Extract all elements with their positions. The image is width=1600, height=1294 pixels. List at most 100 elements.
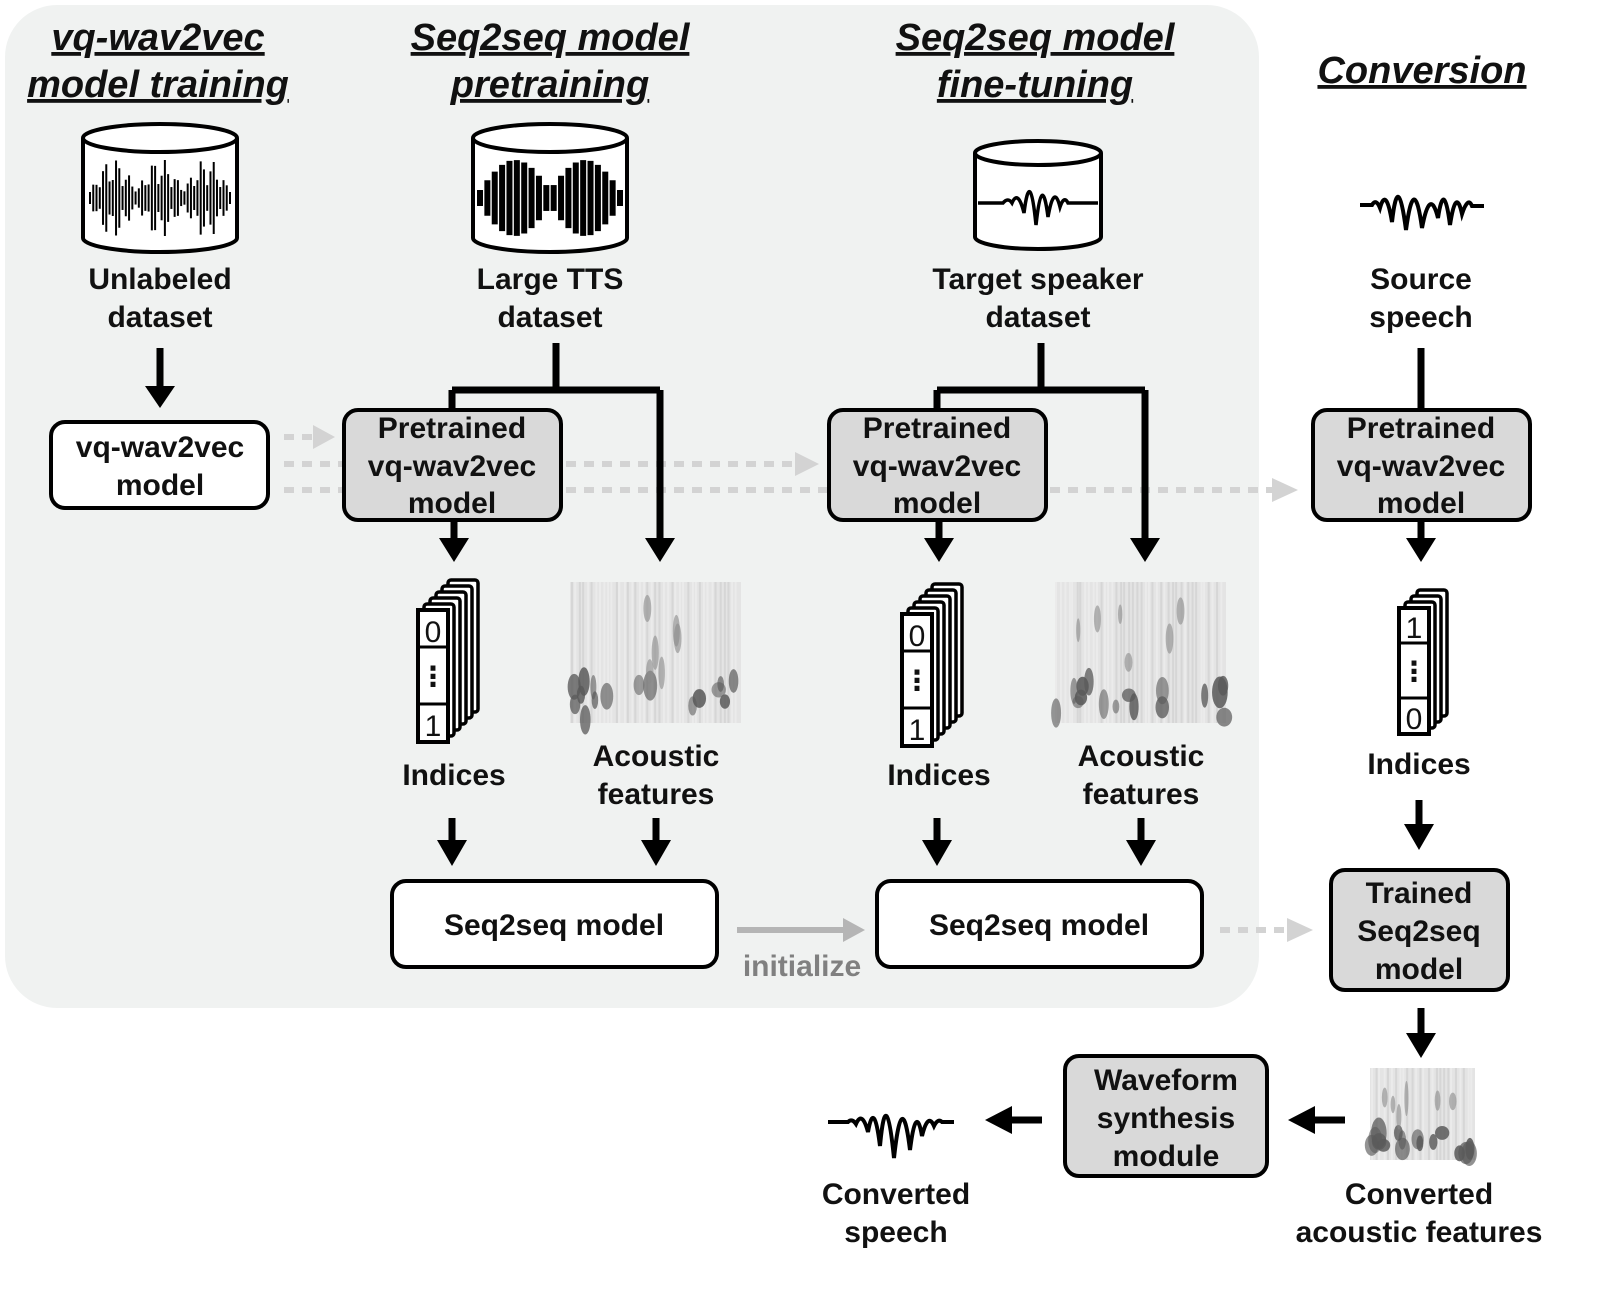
index-bottom-digit: 1 <box>909 714 926 747</box>
spectrogram-streak <box>590 582 593 723</box>
index-bottom-digit: 1 <box>425 710 442 743</box>
spectrogram-icon <box>567 582 741 735</box>
spectrogram-formant <box>1404 1080 1409 1117</box>
spectrogram-streak <box>1191 582 1194 723</box>
spectrogram-blob <box>717 676 725 692</box>
spectrogram-blob <box>1201 683 1209 708</box>
indices-label: Indices <box>402 759 505 792</box>
spectrogram-blob <box>1098 689 1109 719</box>
spectrogram-icon <box>1051 582 1233 728</box>
database-waveform-icon <box>81 122 239 254</box>
pretrained-vq-line2: vq-wav2vec <box>368 450 536 483</box>
spectrogram-streak <box>598 582 601 723</box>
dataset-unlabeled-line2: dataset <box>107 301 212 334</box>
acoustic-features-line2: features <box>598 778 715 811</box>
spectrogram-streak <box>1160 582 1163 723</box>
header-pretraining-line2: pretraining <box>450 64 649 106</box>
spectrogram-streak <box>1470 1068 1473 1160</box>
dataset-unlabeled-line1: Unlabeled <box>88 263 231 296</box>
spectrogram-streak <box>574 582 577 723</box>
spectrogram-formant <box>1381 1087 1388 1108</box>
spectrogram-formant <box>1117 604 1123 624</box>
spectrogram-streak <box>1431 1068 1434 1160</box>
index-stack-icon: 0 ⋮ 1 <box>416 578 480 744</box>
spectrogram-streak <box>711 582 714 723</box>
flow-arrows <box>156 343 1425 1124</box>
spectrogram-streak <box>1467 1068 1470 1160</box>
spectrogram-streak <box>1378 1068 1381 1160</box>
pretrained-vq-line1: Pretrained <box>863 412 1011 445</box>
source-speech-line1: Source <box>1370 263 1472 296</box>
pretrained-vq-model-box: Pretrained vq-wav2vec model <box>827 408 1048 522</box>
spectrogram-blob <box>600 682 614 710</box>
spectrogram-streak <box>1107 582 1110 723</box>
spectrogram-streak <box>1059 582 1062 723</box>
index-top-digit: 0 <box>909 620 926 653</box>
spectrogram-streak <box>615 582 618 723</box>
spectrogram-blob <box>580 705 591 735</box>
spectrogram-streak <box>582 582 585 723</box>
spectrogram-streak <box>674 582 677 723</box>
spectrogram-blob <box>1076 676 1089 696</box>
spectrogram-streak <box>1443 1068 1446 1160</box>
source-speech-line2: speech <box>1369 301 1472 334</box>
header-finetuning-line1: Seq2seq model <box>896 17 1176 59</box>
spectrogram-streak <box>702 582 705 723</box>
spectrogram-streak <box>1427 1068 1430 1160</box>
spectrogram-streak <box>1155 582 1158 723</box>
trained-seq2seq-line2: Seq2seq <box>1357 915 1480 948</box>
converted-speech-line1: Converted <box>822 1178 970 1211</box>
spectrogram-blob <box>1217 675 1229 696</box>
spectrogram-streak <box>1120 582 1123 723</box>
spectrogram-streak <box>1115 582 1118 723</box>
header-finetuning-line2: fine-tuning <box>937 64 1133 106</box>
initialize-arrow: initialize <box>737 918 865 983</box>
spectrogram-streak <box>1184 582 1187 723</box>
waveform-synthesis-line2: synthesis <box>1097 1102 1235 1135</box>
spectrogram-formant <box>1093 605 1101 633</box>
spectrogram-streak <box>662 582 665 723</box>
spectrogram-streak <box>1136 582 1139 723</box>
spectrogram-blob <box>590 674 597 700</box>
pretrained-vq-line2: vq-wav2vec <box>1337 450 1505 483</box>
spectrogram-blob <box>1155 696 1169 719</box>
spectrogram-streak <box>1375 1068 1378 1160</box>
dataset-target-speaker-line1: Target speaker <box>932 263 1144 296</box>
spectrogram-streak <box>1092 582 1095 723</box>
spectrogram-streak <box>1123 582 1126 723</box>
source-speech-waveform-icon <box>1360 195 1484 231</box>
spectrogram-streak <box>1462 1068 1465 1160</box>
spectrogram-streak <box>731 582 734 723</box>
spectrogram-streak <box>678 582 681 723</box>
spectrogram-streak <box>1211 582 1214 723</box>
converted-speech-line2: speech <box>844 1216 947 1249</box>
spectrogram-streak <box>1454 1068 1457 1160</box>
spectrogram-streak <box>607 582 610 723</box>
index-ellipsis: ⋮ <box>903 665 931 696</box>
spectrogram-blob <box>1112 699 1120 714</box>
spectrogram-blob <box>569 694 581 715</box>
spectrogram-streak <box>1207 582 1210 723</box>
spectrogram-streak <box>1076 582 1079 723</box>
initialize-label: initialize <box>743 950 861 983</box>
dataset-target-speaker-line2: dataset <box>985 301 1090 334</box>
spectrogram-blob <box>688 696 697 716</box>
spectrogram-streak <box>1459 1068 1462 1160</box>
spectrogram-blob <box>633 674 645 696</box>
spectrogram-blob <box>719 694 731 709</box>
header-pretraining: Seq2seq model pretraining <box>411 17 691 106</box>
spectrogram-streak <box>682 582 685 723</box>
converted-speech-waveform-icon <box>828 1113 954 1159</box>
spectrogram-streak <box>1055 582 1058 723</box>
spectrogram-streak <box>706 582 709 723</box>
spectrogram-streak <box>1147 582 1150 723</box>
spectrogram-streak <box>1100 582 1103 723</box>
pretrained-vq-line3: model <box>408 487 496 520</box>
spectrogram-streak <box>1447 1068 1450 1160</box>
spectrogram-streak <box>1111 582 1114 723</box>
spectrogram-streak <box>1439 1068 1442 1160</box>
spectrogram-streak <box>587 582 590 723</box>
spectrogram-streak <box>719 582 722 723</box>
spectrogram-streak <box>687 582 690 723</box>
